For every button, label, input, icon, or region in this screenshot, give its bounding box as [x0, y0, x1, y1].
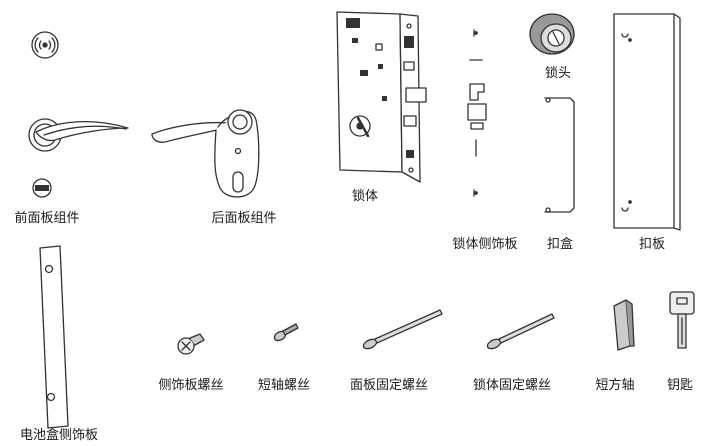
- label-strike-box: 扣盒: [546, 237, 574, 252]
- strike-plate-illustration: [613, 13, 681, 231]
- label-side-plate-screw: 侧饰板螺丝: [158, 378, 224, 393]
- label-cylinder: 锁头: [544, 66, 572, 81]
- label-rear-panel: 后面板组件: [211, 211, 277, 226]
- battery-cover-plate-illustration: [39, 245, 69, 429]
- label-strike-plate: 扣板: [638, 237, 666, 252]
- label-lock-body: 锁体: [351, 189, 379, 204]
- front-handle-illustration: [28, 118, 129, 152]
- label-short-square-shaft: 短方轴: [595, 378, 635, 393]
- key-illustration: [669, 291, 695, 349]
- rear-panel-illustration: [151, 109, 260, 198]
- short-shaft-screw-illustration: [273, 323, 299, 342]
- short-square-shaft-illustration: [613, 299, 635, 351]
- cylinder-illustration: [529, 13, 575, 55]
- keyhole-icon: [32, 178, 52, 198]
- label-front-panel: 前面板组件: [14, 211, 80, 226]
- panel-fixing-screw-illustration: [362, 309, 443, 350]
- label-battery-cover-plate: 电池盒侧饰板: [19, 428, 99, 443]
- label-lock-body-fixing-screw: 锁体固定螺丝: [472, 378, 552, 393]
- strike-box-illustration: [544, 97, 575, 213]
- label-key: 钥匙: [666, 378, 694, 393]
- nfc-icon: [31, 31, 59, 59]
- lock-body-illustration: [336, 11, 427, 183]
- lock-body-fixing-screw-illustration: [486, 313, 555, 350]
- side-plate-screw-illustration: [177, 333, 205, 355]
- lock-side-plate-illustration: [467, 29, 487, 197]
- label-short-shaft-screw: 短轴螺丝: [257, 378, 311, 393]
- label-panel-fixing-screw: 面板固定螺丝: [349, 378, 429, 393]
- label-lock-side-plate: 锁体侧饰板: [452, 237, 518, 252]
